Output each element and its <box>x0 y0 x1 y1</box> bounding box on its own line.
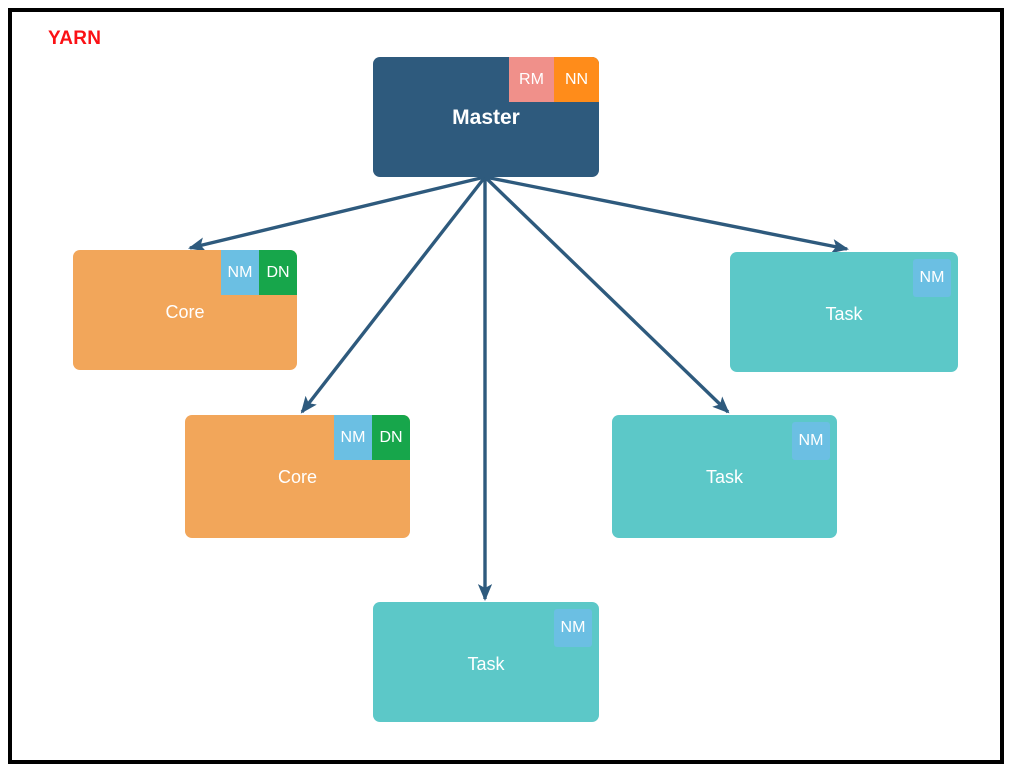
badge-row: NM <box>554 609 592 647</box>
arrow-master-to-core-1 <box>188 175 486 252</box>
diagram-border <box>8 8 1004 764</box>
arrow-master-to-task-2 <box>483 175 730 414</box>
badge-nm[interactable]: NM <box>554 609 592 647</box>
node-task-1[interactable]: NM Task <box>730 252 958 372</box>
node-label: Core <box>277 467 317 487</box>
badge-row: NM <box>913 259 951 297</box>
badge-rm[interactable]: RM <box>509 57 554 102</box>
badge-nm[interactable]: NM <box>792 422 830 460</box>
badge-dn[interactable]: DN <box>259 250 297 295</box>
badge-nm[interactable]: NM <box>334 415 372 460</box>
node-label: Task <box>467 654 505 674</box>
arrow-master-to-core-2 <box>300 175 487 414</box>
node-label: Master <box>452 106 520 129</box>
badge-nn[interactable]: NN <box>554 57 599 102</box>
arrow-master-to-task-1 <box>484 175 850 254</box>
badge-dn[interactable]: DN <box>372 415 410 460</box>
badge-nm[interactable]: NM <box>221 250 259 295</box>
node-task-3[interactable]: NM Task <box>373 602 599 722</box>
node-label: Core <box>165 302 205 322</box>
node-label: Task <box>705 467 743 487</box>
node-task-2[interactable]: NM Task <box>612 415 837 538</box>
badge-row: NM <box>792 422 830 460</box>
node-label: Task <box>825 304 863 324</box>
diagram-title: YARN <box>48 28 102 49</box>
badge-nm[interactable]: NM <box>913 259 951 297</box>
